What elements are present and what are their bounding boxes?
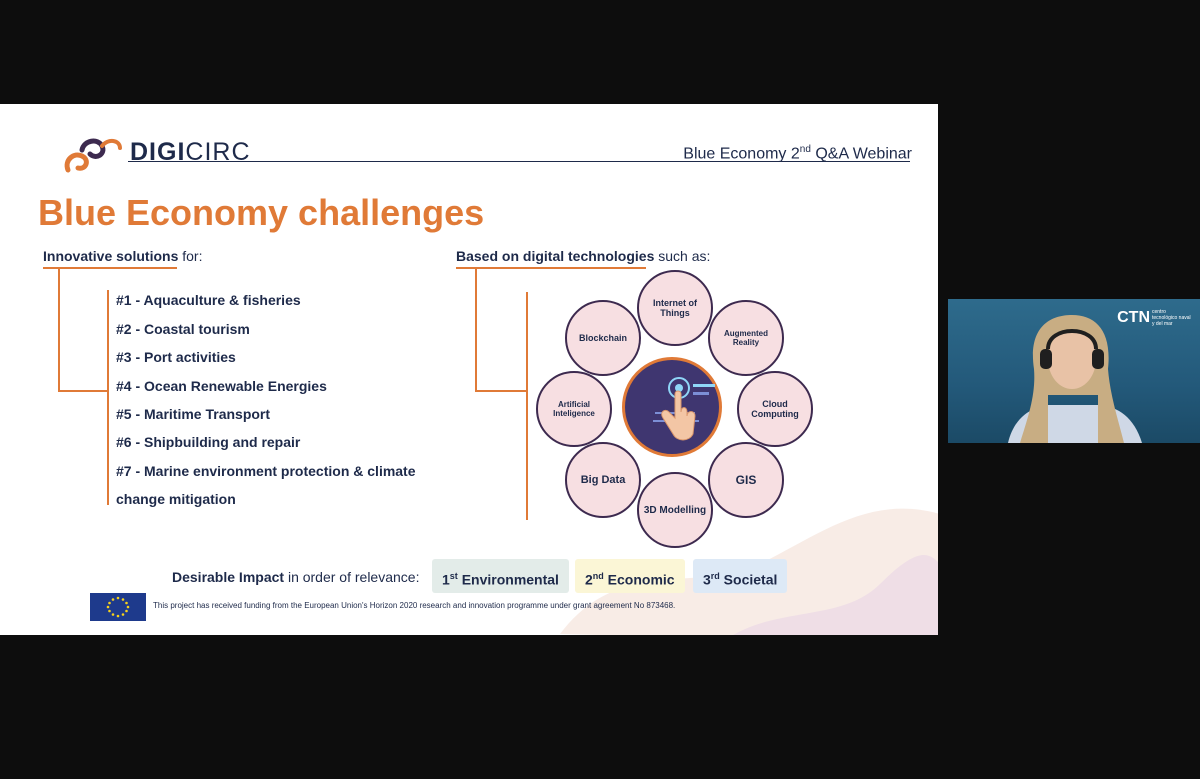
left-bracket-vertical: [58, 267, 60, 391]
left-bracket-horizontal: [58, 390, 108, 392]
webinar-title: Blue Economy 2nd Q&A Webinar: [683, 144, 912, 163]
presenter-video: [1008, 315, 1142, 443]
list-item: #3 - Port activities: [116, 349, 236, 365]
tech-circle-ar: Augmented Reality: [708, 300, 784, 376]
list-item: #4 - Ocean Renewable Energies: [116, 378, 327, 394]
funding-notice: This project has received funding from t…: [153, 601, 676, 610]
tech-circle-gis: GIS: [708, 442, 784, 518]
right-bracket-vertical: [475, 267, 477, 391]
right-heading-underline: [456, 267, 646, 269]
tech-circle-3d: 3D Modelling: [637, 472, 713, 548]
impact-economic: 2nd Economic: [575, 559, 685, 593]
list-item: #2 - Coastal tourism: [116, 321, 250, 337]
presentation-slide: DIGICIRC Blue Economy 2nd Q&A Webinar Bl…: [0, 104, 938, 635]
impact-societal: 3rd Societal: [693, 559, 788, 593]
ctn-logo: CTN: [1117, 309, 1150, 326]
webcam-video-tile[interactable]: CTN centro tecnológico naval y del mar: [948, 299, 1200, 443]
impact-environmental: 1st Environmental: [432, 559, 569, 593]
list-item: #1 - Aquaculture & fisheries: [116, 292, 301, 308]
tech-circle-bigdata: Big Data: [565, 442, 641, 518]
left-heading-underline: [43, 267, 177, 269]
right-bracket-horizontal: [475, 390, 527, 392]
impact-label: Desirable Impact in order of relevance:: [172, 569, 420, 585]
eu-flag-icon: [90, 593, 146, 621]
digicirc-logo: DIGICIRC: [60, 132, 270, 176]
tech-circle-ai: Artificial Inteligence: [536, 371, 612, 447]
ctn-logo-subtitle: centro tecnológico naval y del mar: [1152, 309, 1191, 327]
left-heading: Innovative solutions for:: [43, 248, 203, 264]
tech-circle-cloud: Cloud Computing: [737, 371, 813, 447]
touch-icon: [622, 357, 722, 457]
tech-bracket: [526, 292, 528, 520]
hand-touch-icon: [653, 377, 715, 441]
slide-title: Blue Economy challenges: [38, 192, 485, 233]
tech-circle-iot: Internet of Things: [637, 270, 713, 346]
header-divider: [128, 161, 910, 162]
right-heading: Based on digital technologies such as:: [456, 248, 711, 264]
list-bracket: [107, 290, 109, 505]
list-item: change mitigation: [116, 491, 236, 507]
logo-text: DIGICIRC: [130, 138, 251, 166]
tech-circle-blockchain: Blockchain: [565, 300, 641, 376]
list-item: #7 - Marine environment protection & cli…: [116, 463, 416, 479]
digicirc-logo-mark: [64, 138, 122, 173]
list-item: #6 - Shipbuilding and repair: [116, 434, 301, 450]
list-item: #5 - Maritime Transport: [116, 406, 271, 422]
